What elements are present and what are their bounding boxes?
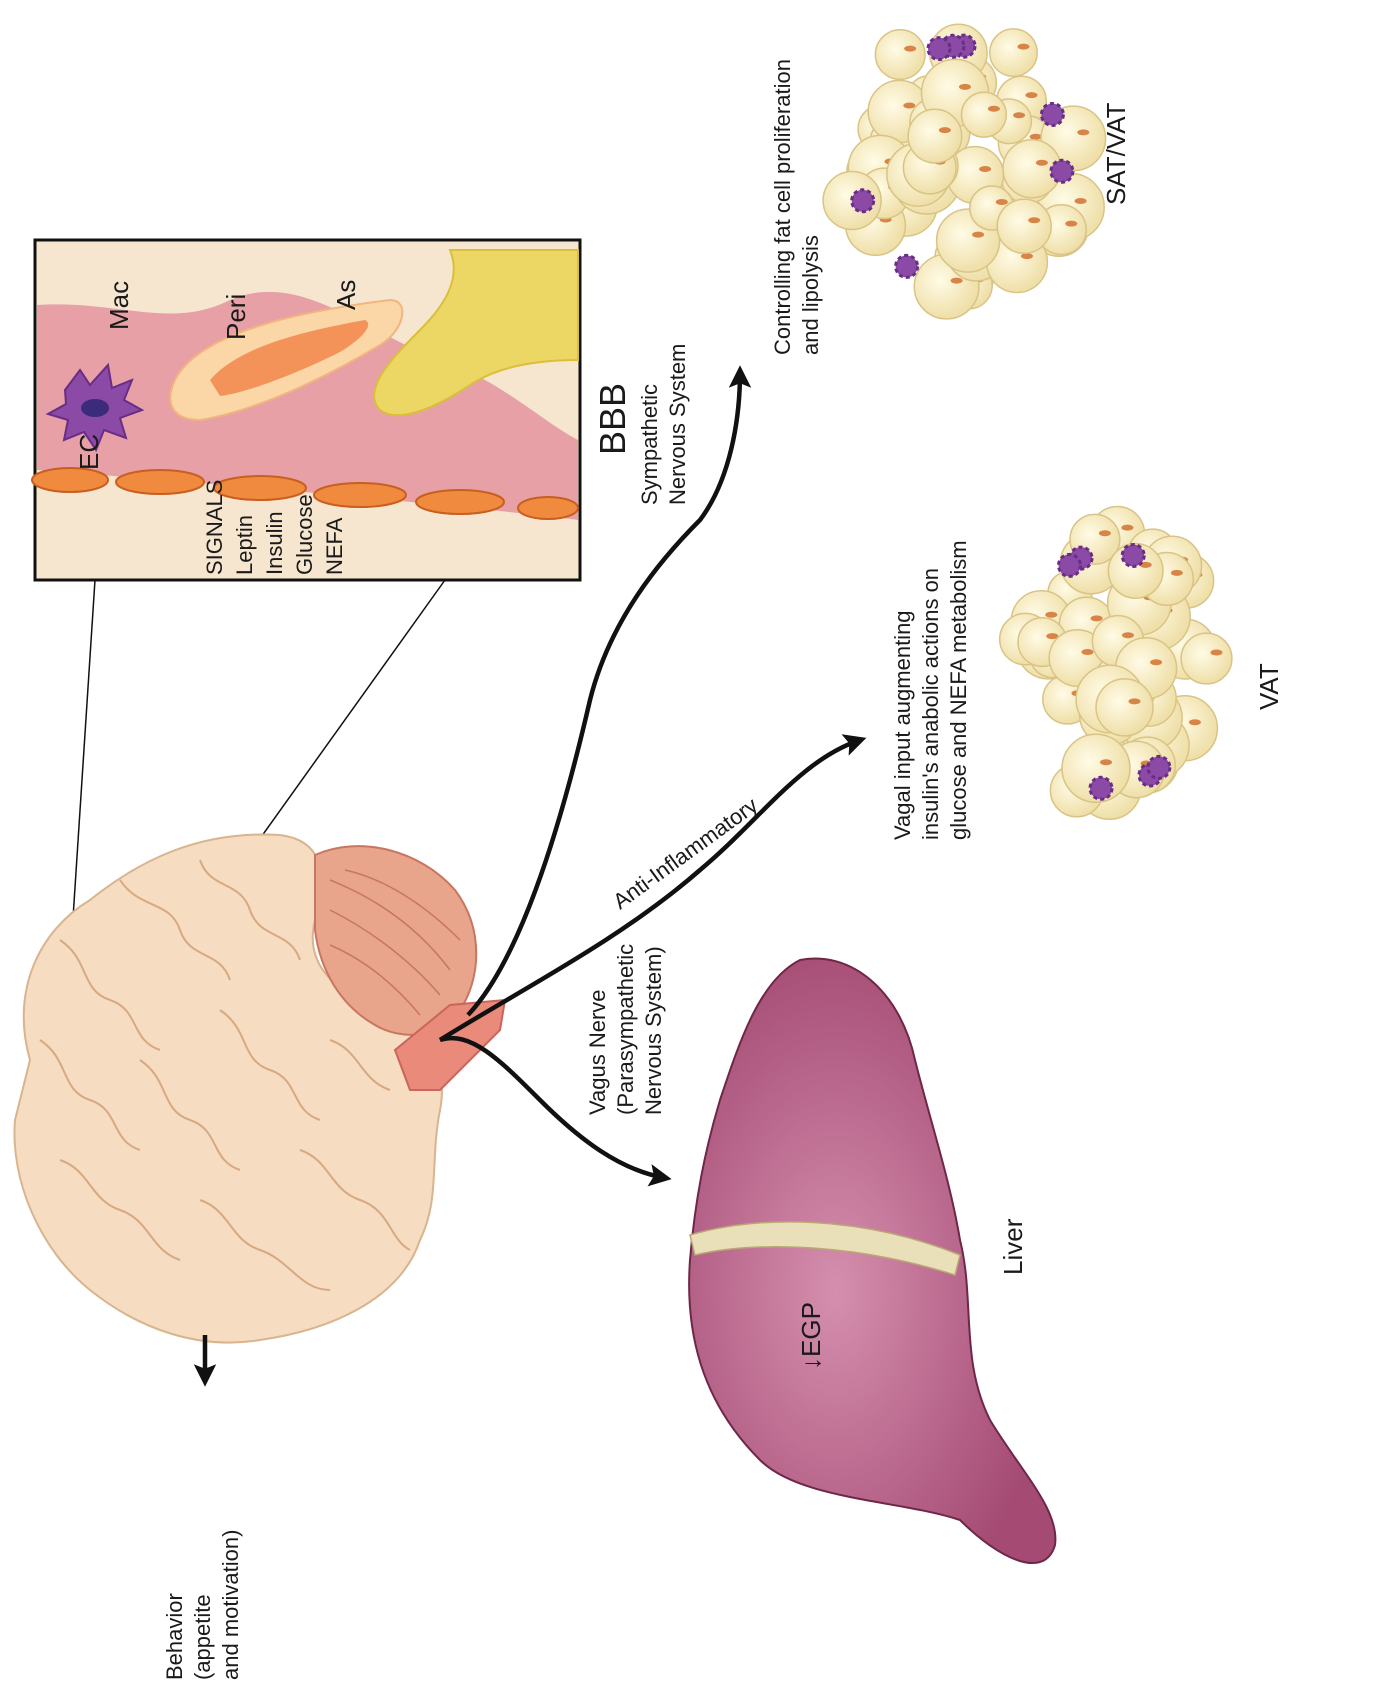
fat-cell-nucleus — [1075, 198, 1087, 204]
bbb-title: BBB — [592, 383, 633, 455]
fat-cell-nucleus — [1122, 632, 1134, 638]
fat-cell-nucleus — [972, 232, 984, 238]
behavior-label-line3: and motivation) — [218, 1530, 243, 1680]
fat-cell-nucleus — [951, 278, 963, 284]
fat-cell-nucleus — [959, 84, 971, 90]
behavior-label-group: Behavior (appetite and motivation) — [162, 1530, 243, 1680]
signals-heading: SIGNALS — [202, 480, 227, 575]
vagus-label-line1: Vagus Nerve — [585, 989, 610, 1115]
anti-inflammatory-label: Anti-Inflammatory — [608, 792, 762, 914]
fat-cell-nucleus — [996, 199, 1008, 205]
fat-cell-nucleus — [1028, 217, 1040, 223]
sat-vat-fat-cluster — [823, 24, 1106, 319]
fat-cell-nucleus — [1150, 659, 1162, 665]
fat-cell-nucleus — [1099, 530, 1111, 536]
fat-cell-nucleus — [1211, 650, 1223, 656]
bbb-title-group: BBB — [592, 383, 633, 455]
behavior-label-line1: Behavior — [162, 1593, 187, 1680]
signal-insulin: Insulin — [262, 511, 287, 575]
fat-cell-nucleus — [1013, 112, 1025, 118]
fat-cell-nucleus — [1100, 759, 1112, 765]
fat-cell — [990, 29, 1037, 76]
vat-desc-group: Vagal input augmenting insulin's anaboli… — [890, 540, 971, 840]
vagus-label-line3: Nervous System) — [641, 946, 666, 1115]
sat-vat-desc-group: Controlling fat cell proliferation and l… — [770, 59, 823, 355]
vat-fat-cluster — [1000, 506, 1232, 819]
fat-cell-nucleus — [903, 103, 915, 109]
sat-vat-label-group: SAT/VAT — [1101, 102, 1131, 205]
macrophage-cell — [1122, 545, 1144, 567]
signal-leptin: Leptin — [232, 515, 257, 575]
liver-label-group: Liver — [998, 1218, 1028, 1275]
vat-desc-line3: glucose and NEFA metabolism — [946, 540, 971, 840]
anti-inflammatory-label-group: Anti-Inflammatory — [608, 792, 762, 914]
vat-desc-line2: insulin's anabolic actions on — [918, 568, 943, 840]
fat-cell-nucleus — [1065, 221, 1077, 227]
mac-label: Mac — [104, 281, 134, 330]
macrophage-cell — [1059, 554, 1081, 576]
fat-cell-nucleus — [1171, 570, 1183, 576]
vat-label-group: VAT — [1254, 663, 1284, 710]
peri-label: Peri — [221, 294, 251, 340]
fat-cell — [997, 199, 1051, 253]
mac-label-group: Mac — [104, 281, 134, 330]
vat-desc-line1: Vagal input augmenting — [890, 610, 915, 840]
fat-cell — [908, 109, 962, 163]
macrophage-cell — [852, 190, 874, 212]
as-label: As — [331, 280, 361, 310]
fat-cell — [1181, 633, 1232, 684]
signal-nefa: NEFA — [322, 517, 347, 575]
fat-cell-nucleus — [1091, 615, 1103, 621]
fat-cell-nucleus — [1018, 44, 1030, 50]
macrophage-cell — [896, 255, 918, 277]
sympathetic-label-group: Sympathetic Nervous System — [637, 344, 690, 505]
fat-cell-nucleus — [904, 46, 916, 52]
fat-cell-nucleus — [1129, 698, 1141, 704]
fat-cell-nucleus — [1026, 92, 1038, 98]
fat-cell-nucleus — [939, 127, 951, 133]
as-label-group: As — [331, 280, 361, 310]
egp-label-group: ↓EGP — [796, 1302, 826, 1370]
sat-vat-desc-line2: and lipolysis — [798, 235, 823, 355]
behavior-label-line2: (appetite — [190, 1594, 215, 1680]
fat-cell-nucleus — [1036, 160, 1048, 166]
fat-cell-nucleus — [1082, 649, 1094, 655]
sympathetic-label-line1: Sympathetic — [637, 384, 662, 505]
ec-label: EC — [74, 434, 104, 470]
macrophage-cell — [1090, 777, 1112, 799]
sat-vat-desc-line1: Controlling fat cell proliferation — [770, 59, 795, 355]
vat-label: VAT — [1254, 663, 1284, 710]
sat-vat-label: SAT/VAT — [1101, 102, 1131, 205]
fat-cell-nucleus — [1077, 129, 1089, 135]
fat-cell-nucleus — [1121, 525, 1133, 531]
egp-label: ↓EGP — [796, 1302, 826, 1370]
fat-cell-nucleus — [979, 166, 991, 172]
macrophage-cell — [1041, 104, 1063, 126]
peri-label-group: Peri — [221, 294, 251, 340]
macrophage-cell — [1051, 160, 1073, 182]
macrophage-cell — [1148, 756, 1170, 778]
fat-cell-nucleus — [1189, 719, 1201, 725]
brain — [14, 834, 505, 1342]
sympathetic-label-line2: Nervous System — [665, 344, 690, 505]
vagus-label-group: Vagus Nerve (Parasympathetic Nervous Sys… — [585, 944, 666, 1115]
vagus-label-line2: (Parasympathetic — [613, 944, 638, 1115]
ec-label-group: EC — [74, 434, 104, 470]
fat-cell-nucleus — [988, 106, 1000, 112]
fat-cell-nucleus — [1045, 612, 1057, 618]
macrophage-cell — [928, 38, 950, 60]
fat-cell — [875, 30, 925, 80]
fat-cell-nucleus — [1030, 134, 1042, 140]
liver-label: Liver — [998, 1218, 1028, 1275]
fat-cell — [962, 92, 1007, 137]
fat-cell — [1096, 679, 1153, 736]
signal-glucose: Glucose — [292, 494, 317, 575]
